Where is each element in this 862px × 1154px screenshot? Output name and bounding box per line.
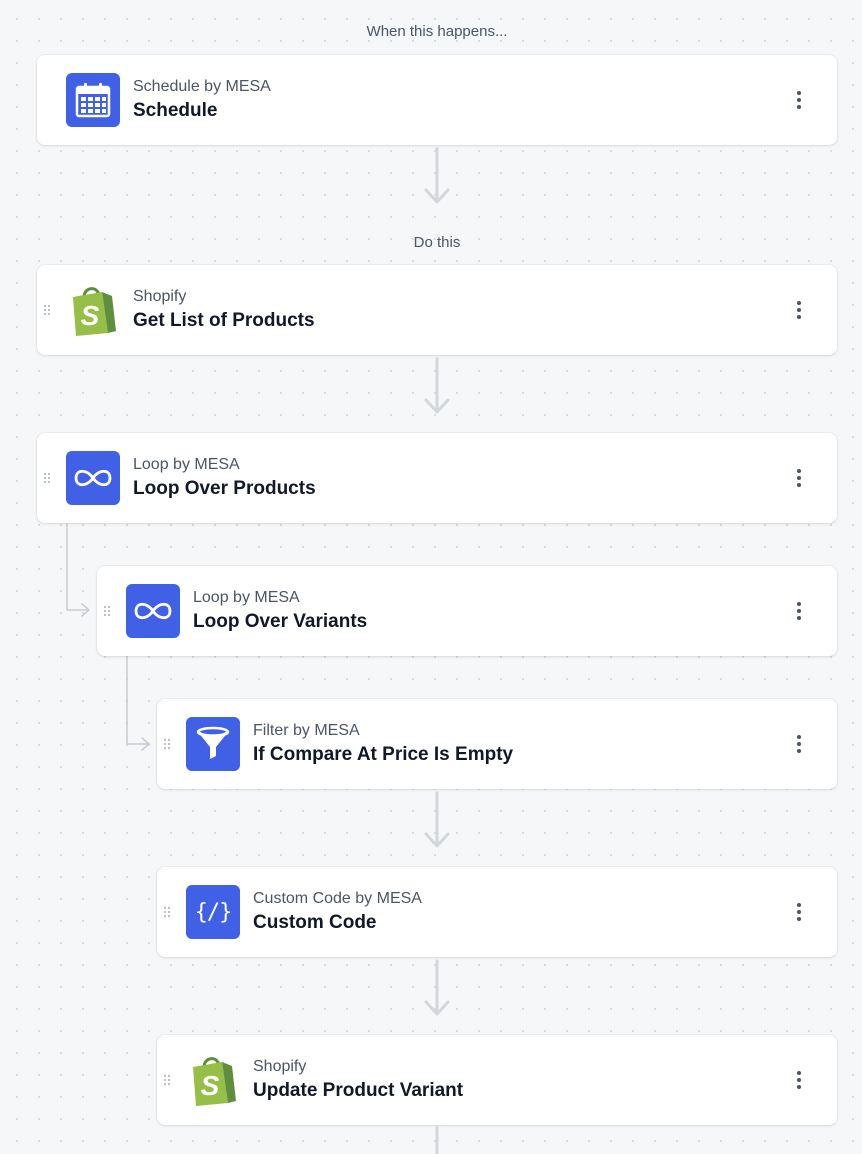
step-app-name: Custom Code by MESA <box>253 890 422 907</box>
drag-handle-icon[interactable] <box>43 472 51 484</box>
calendar-icon <box>66 73 120 127</box>
svg-text:S: S <box>201 1070 220 1101</box>
nested-branch-arrow-icon <box>66 523 90 617</box>
step-title: Update Product Variant <box>253 1080 464 1101</box>
step-card-loop-over-products[interactable]: Loop by MESA Loop Over Products <box>37 433 837 523</box>
action-section-label: Do this <box>413 234 461 251</box>
more-options-icon[interactable] <box>787 298 811 322</box>
step-app-name: Loop by MESA <box>133 456 240 473</box>
drag-handle-icon[interactable] <box>43 304 51 316</box>
step-app-name: Shopify <box>133 288 187 305</box>
step-app-name: Filter by MESA <box>253 722 360 739</box>
step-title: Loop Over Products <box>133 478 316 499</box>
down-arrow-icon <box>424 791 450 848</box>
down-arrow-icon <box>424 147 450 204</box>
down-arrow-icon <box>424 357 450 414</box>
more-options-icon[interactable] <box>787 732 811 756</box>
step-app-name: Loop by MESA <box>193 589 300 606</box>
svg-text:S: S <box>81 300 100 331</box>
funnel-icon <box>186 717 240 771</box>
step-card-update-product-variant[interactable]: S Shopify Update Product Variant <box>157 1035 837 1125</box>
step-app-name: Schedule by MESA <box>133 78 271 95</box>
code-braces-icon: {/} <box>186 885 240 939</box>
step-card-get-list-of-products[interactable]: S Shopify Get List of Products <box>37 265 837 355</box>
nested-branch-arrow-icon <box>126 656 150 751</box>
infinity-icon <box>126 584 180 638</box>
drag-handle-icon[interactable] <box>163 738 171 750</box>
more-options-icon[interactable] <box>787 1068 811 1092</box>
shopify-bag-icon: S <box>66 283 120 337</box>
more-options-icon[interactable] <box>787 466 811 490</box>
shopify-bag-icon: S <box>186 1053 240 1107</box>
step-card-filter[interactable]: Filter by MESA If Compare At Price Is Em… <box>157 699 837 789</box>
step-title: Loop Over Variants <box>193 611 368 632</box>
drag-handle-icon[interactable] <box>163 906 171 918</box>
drag-handle-icon[interactable] <box>163 1074 171 1086</box>
step-card-schedule[interactable]: Schedule by MESA Schedule <box>37 55 837 145</box>
step-title: If Compare At Price Is Empty <box>253 744 514 765</box>
more-options-icon[interactable] <box>787 900 811 924</box>
step-title: Get List of Products <box>133 310 315 331</box>
infinity-icon <box>66 451 120 505</box>
step-title: Custom Code <box>253 912 377 933</box>
step-app-name: Shopify <box>253 1058 307 1075</box>
more-options-icon[interactable] <box>787 599 811 623</box>
step-card-custom-code[interactable]: {/} Custom Code by MESA Custom Code <box>157 867 837 957</box>
step-card-loop-over-variants[interactable]: Loop by MESA Loop Over Variants <box>97 566 837 656</box>
trigger-section-label: When this happens... <box>366 23 508 40</box>
down-arrow-icon <box>424 959 450 1016</box>
drag-handle-icon[interactable] <box>103 605 111 617</box>
more-options-icon[interactable] <box>787 88 811 112</box>
step-title: Schedule <box>133 100 218 121</box>
